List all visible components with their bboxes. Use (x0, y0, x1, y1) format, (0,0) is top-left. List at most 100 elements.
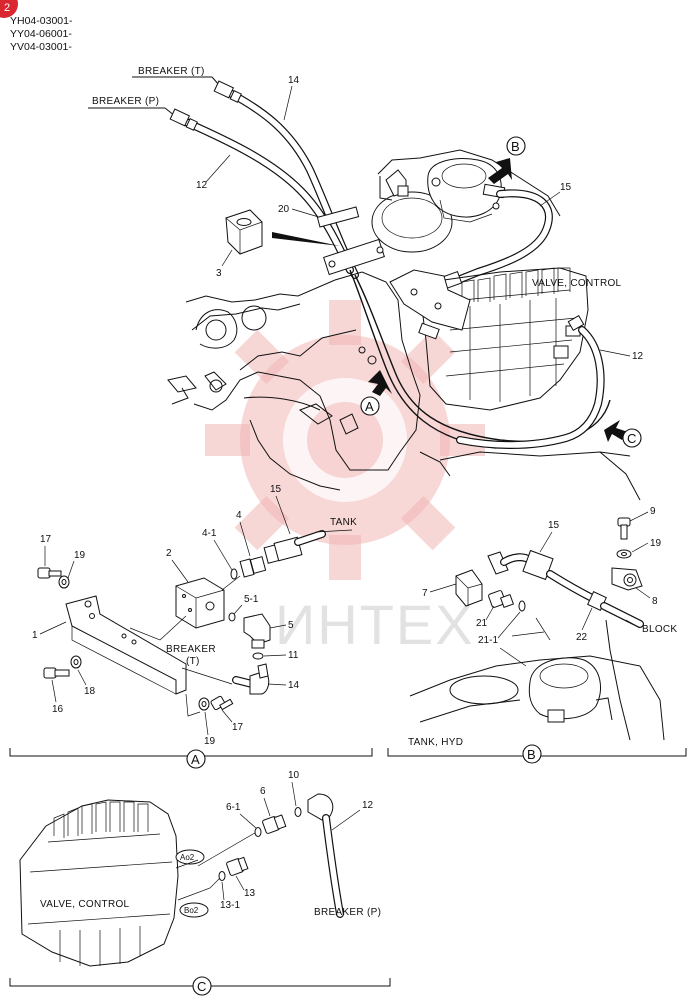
port-ao2: Ao2 (175, 849, 205, 865)
o-ring-part-21-1 (518, 600, 526, 612)
port-bo2-text: Bo2 (184, 906, 199, 915)
serial-1: YH04-03001- (10, 15, 73, 27)
label-c-part-10: 10 (288, 770, 300, 781)
bolt-part-16 (43, 667, 70, 679)
frame-line-2 (599, 451, 641, 501)
caption-tank-a: TANK (330, 517, 357, 528)
control-valve-main (389, 267, 589, 411)
label-a-part-18: 18 (84, 686, 96, 697)
bracket-plate-part-1 (65, 595, 187, 695)
label-a-part-1: 1 (32, 630, 38, 641)
label-b-part-15: 15 (548, 520, 560, 531)
label-part-14: 14 (288, 75, 300, 86)
label-a-part-5: 5 (288, 620, 294, 631)
watermark: ИНТЕХ (205, 300, 485, 656)
label-b-part-8: 8 (652, 596, 658, 607)
assembly-line-c2 (177, 875, 223, 901)
label-a-part-11: 11 (288, 650, 299, 661)
detail-a-label (186, 749, 206, 769)
detail-a: 17 19 1 2 4-1 4 (9, 484, 373, 769)
bolt-part-17-top (37, 567, 62, 579)
frame-line-3 (419, 451, 451, 477)
hose-part-12-c (307, 793, 344, 918)
detail-b-label-text: B (527, 747, 536, 762)
hose-part-15-b (487, 549, 644, 628)
breaker-t-fitting (213, 80, 242, 103)
view-b-arrow (488, 158, 512, 184)
label-c-part-13: 13 (244, 888, 256, 899)
detail-c: VALVE, CONTROL Ao2 Bo2 6-1 6 10 (9, 770, 391, 996)
callout-b (506, 136, 526, 156)
plug-part-13 (226, 856, 249, 876)
port-bo2: Bo2 (179, 902, 209, 918)
callout-c (622, 428, 642, 448)
label-b-part-19: 19 (650, 538, 662, 549)
label-b-part-21: 21 (476, 618, 488, 629)
caption-tank-hyd: TANK, HYD (408, 737, 463, 748)
frame-line (439, 451, 631, 461)
bolt-part-17-bottom (210, 695, 234, 711)
o-ring-part-6-1 (254, 827, 262, 837)
detail-b-label (522, 744, 542, 764)
label-a-part-2: 2 (166, 548, 172, 559)
rubber-block-part-3 (225, 209, 263, 255)
clamp-part-20 (316, 206, 385, 276)
label-b-part-9: 9 (650, 506, 656, 517)
washer-part-19-bottom (198, 697, 210, 711)
label-c-part-6: 6 (260, 786, 266, 797)
serial-numbers: YH04-03001- YY04-06001- YV04-03001- (10, 15, 73, 53)
pointer-wedge (272, 232, 340, 246)
serial-2: YY04-06001- (10, 28, 72, 40)
fitting-part-21 (488, 590, 515, 609)
washer-part-19-b (616, 549, 632, 559)
control-valve-c (19, 799, 179, 967)
detail-b: 15 9 19 8 BL (387, 506, 687, 764)
adapter-part-4 (239, 556, 267, 578)
assembly-line-c1 (175, 829, 261, 869)
adapter-part-6 (262, 814, 287, 834)
detail-c-label (192, 976, 212, 996)
label-a-part-15: 15 (270, 484, 282, 495)
clamp-part-8 (611, 567, 643, 591)
label-part-3: 3 (216, 268, 222, 279)
label-a-part-17-top: 17 (40, 534, 52, 545)
elbow-part-7 (455, 569, 483, 607)
view-c-arrow (604, 420, 628, 442)
watermark-gear-icon (205, 300, 485, 580)
callout-a (360, 396, 380, 416)
label-part-12-right: 12 (632, 351, 644, 362)
breaker-p-fitting (169, 108, 198, 131)
hydraulic-tank-b (409, 617, 665, 741)
hydraulic-tank-area (371, 149, 561, 290)
o-ring-part-10 (294, 807, 302, 817)
label-b-part-21-1: 21-1 (478, 635, 498, 646)
callout-c-text: C (627, 431, 636, 446)
hose-group-upper (182, 88, 611, 449)
bolt-part-9 (617, 517, 631, 540)
caption-breaker-t: BREAKER (T) (138, 66, 205, 77)
label-part-20: 20 (278, 204, 290, 215)
page-badge: 2 (0, 0, 18, 18)
label-c-part-12: 12 (362, 800, 374, 811)
caption-breaker-p-c: BREAKER (P) (314, 907, 381, 918)
detail-c-label-text: C (197, 979, 206, 994)
caption-breaker-p: BREAKER (P) (92, 96, 159, 107)
hose-part-14-a (232, 663, 270, 695)
label-a-part-5-1: 5-1 (244, 594, 259, 605)
o-ring-part-4-1 (230, 568, 238, 580)
washer-part-19-top (58, 575, 70, 589)
caption-valve-control-c: VALVE, CONTROL (40, 899, 130, 910)
serial-3: YV04-03001- (10, 41, 72, 53)
washer-part-18 (70, 655, 82, 669)
manifold-block-part-2 (175, 577, 225, 629)
assembly-line-a (129, 615, 187, 641)
o-ring-part-13-1 (218, 871, 226, 881)
callout-b-text: B (511, 139, 520, 154)
label-a-part-4: 4 (236, 510, 242, 521)
label-part-12-upper: 12 (196, 180, 208, 191)
label-c-part-6-1: 6-1 (226, 802, 241, 813)
port-ao2-text: Ao2 (180, 853, 195, 862)
watermark-text: ИНТЕХ (275, 593, 475, 656)
label-a-part-14: 14 (288, 680, 300, 691)
